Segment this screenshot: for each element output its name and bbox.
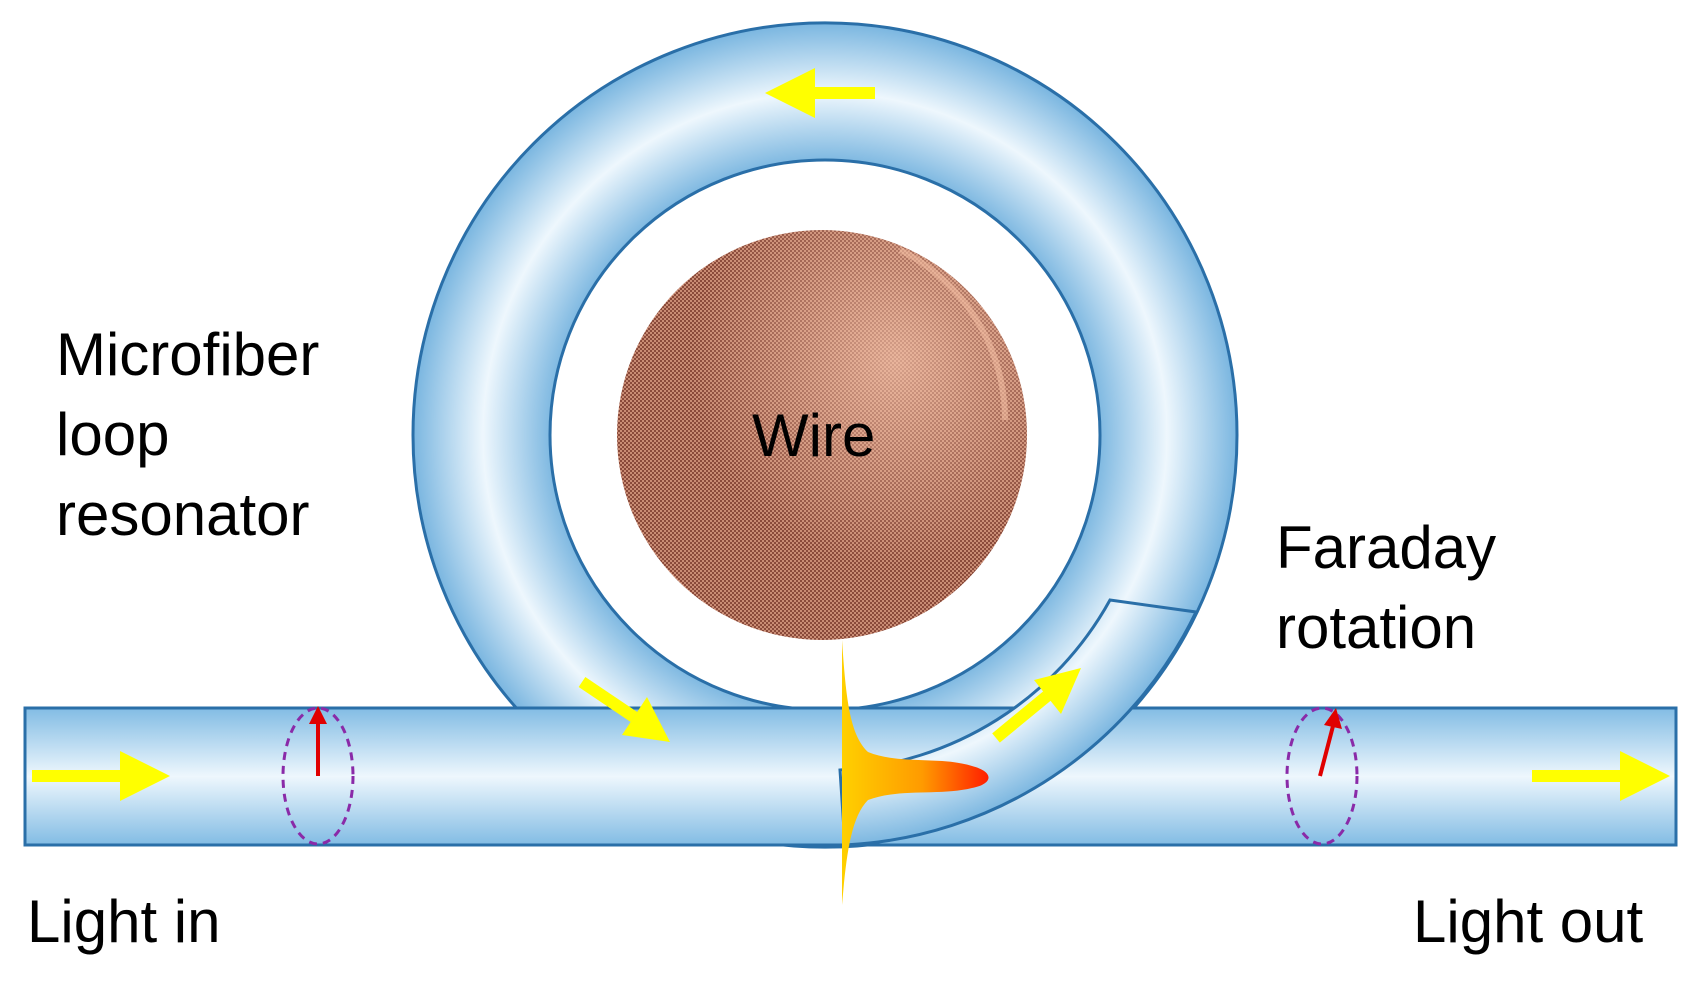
light-in-label: Light in [27, 888, 221, 955]
yellow-flow-arrow-icon [765, 68, 875, 118]
wire [617, 230, 1027, 640]
yellow-flow-arrow-icon [1532, 751, 1670, 801]
red-polarization-arrow-icon [1318, 708, 1342, 777]
red-polarization-arrow-icon [309, 706, 327, 776]
yellow-flow-arrow-icon [992, 668, 1081, 743]
yellow-flow-arrow-icon [578, 677, 670, 742]
faraday-label-line-1: Faraday [1276, 514, 1497, 581]
faraday-label-line-2: rotation [1276, 594, 1477, 661]
resonator-label-line-2: loop [56, 401, 170, 468]
resonator-label-line-3: resonator [56, 481, 310, 548]
resonator-label-line-1: Microfiber [56, 321, 320, 388]
wire-label: Wire [752, 402, 876, 469]
output-polarization-ellipse [1285, 706, 1359, 846]
evanescent-field-profile [842, 640, 989, 905]
faraday-rotation-label: Faraday rotation [1276, 518, 1496, 678]
input-polarization-ellipse [281, 706, 355, 846]
resonator-label: Microfiber loop resonator [56, 325, 319, 565]
light-out-label: Light out [1413, 888, 1644, 955]
yellow-flow-arrow-icon [32, 751, 170, 801]
